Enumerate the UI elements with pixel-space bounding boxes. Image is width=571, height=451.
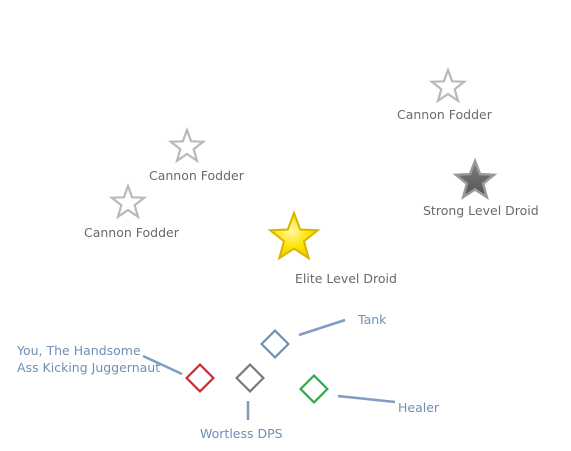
dps-label: Wortless DPS [200, 426, 283, 441]
cannon-fodder-star-icon [108, 182, 148, 220]
strong-droid-label: Strong Level Droid [423, 203, 539, 218]
dps-diamond-icon [235, 363, 265, 393]
healer-label: Healer [398, 400, 440, 415]
cannon-fodder-label: Cannon Fodder [149, 168, 244, 183]
strong-droid-star-icon [452, 157, 498, 201]
elite-droid-star-icon [267, 210, 321, 261]
tank-diamond-icon [260, 329, 290, 359]
cannon-fodder-label: Cannon Fodder [84, 225, 179, 240]
cannon-fodder-star-icon [167, 126, 207, 164]
healer-diamond-icon [299, 374, 329, 404]
cannon-fodder-star-icon [428, 66, 468, 104]
cannon-fodder-label: Cannon Fodder [397, 107, 492, 122]
you-label-line2: Ass Kicking Juggernaut [17, 360, 161, 375]
you-diamond-icon [185, 363, 215, 393]
tank-label: Tank [358, 312, 387, 327]
tank-leader-line [298, 318, 346, 337]
you-leader-line [142, 354, 183, 376]
you-label-line1: You, The Handsome [17, 343, 141, 358]
healer-leader-line [337, 394, 396, 404]
elite-droid-label: Elite Level Droid [295, 271, 397, 286]
